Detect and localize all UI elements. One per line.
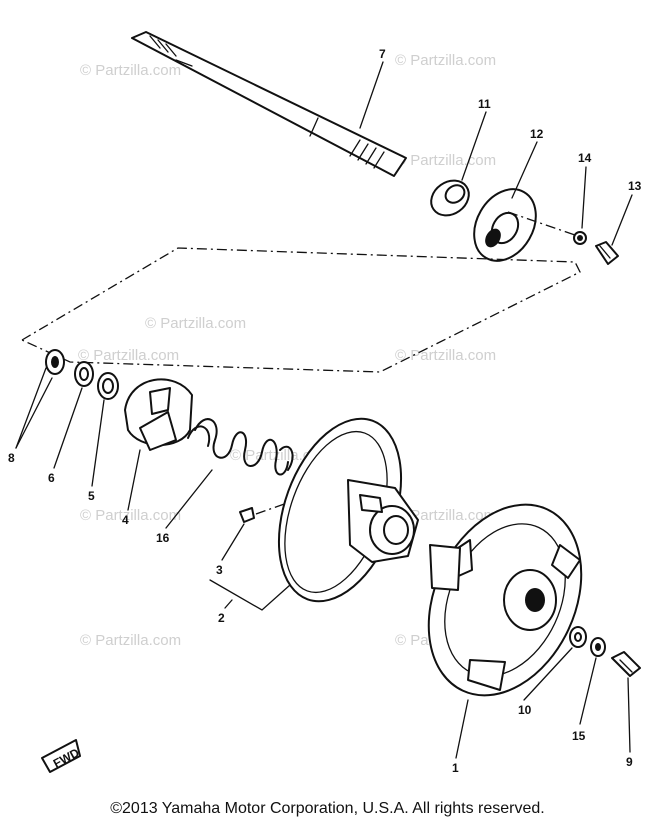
oil-seal [430, 179, 470, 217]
watermark: © Partzilla.com [395, 152, 496, 169]
washer-15 [590, 637, 606, 657]
watermark: © Partzilla.com [80, 62, 181, 79]
copyright-footer: ©2013 Yamaha Motor Corporation, U.S.A. A… [110, 800, 545, 817]
watermark: © Partzilla.com [395, 52, 496, 69]
fwd-arrow-icon: FWD [41, 739, 82, 773]
watermark: © Partzilla.com [80, 632, 181, 649]
watermark: © Partzilla.com [78, 347, 179, 364]
callout-layer: 7 11 12 14 13 8 6 5 4 16 3 2 10 15 1 9 [8, 47, 642, 775]
washer-6 [74, 361, 94, 387]
watermark: © Partzilla.com [395, 507, 496, 524]
callout-7: 7 [379, 47, 386, 61]
assembly-outline [21, 247, 581, 373]
callout-11: 11 [478, 97, 491, 111]
callout-13: 13 [628, 179, 642, 193]
callout-4: 4 [122, 513, 129, 527]
callout-9: 9 [626, 755, 633, 769]
watermark: © Partzilla.com [145, 315, 246, 332]
pin [239, 501, 291, 523]
cam [124, 378, 193, 451]
washer-8 [45, 349, 65, 375]
nut-14 [573, 231, 587, 245]
bolt-13 [595, 241, 619, 265]
watermark: © Partzilla.com [80, 507, 181, 524]
center-line-upper [507, 211, 576, 236]
shaft [131, 31, 407, 177]
washer-5 [97, 372, 119, 400]
flange [473, 188, 537, 262]
spring [187, 418, 294, 476]
bolt-9 [611, 651, 641, 677]
leader-lines [15, 61, 633, 759]
callout-6: 6 [48, 471, 55, 485]
callout-2: 2 [218, 611, 225, 625]
secondary-sheave [427, 503, 583, 697]
callout-5: 5 [88, 489, 95, 503]
callout-8: 8 [8, 451, 15, 465]
callout-15: 15 [572, 729, 586, 743]
callout-10: 10 [518, 703, 532, 717]
callout-1: 1 [452, 761, 459, 775]
callout-16: 16 [156, 531, 170, 545]
watermark: © Partzilla.com [395, 347, 496, 364]
primary-sheave [277, 417, 419, 603]
callout-14: 14 [578, 151, 592, 165]
bracket-2 [209, 579, 291, 611]
callout-3: 3 [216, 563, 223, 577]
callout-12: 12 [530, 127, 544, 141]
washer-10 [569, 626, 587, 648]
